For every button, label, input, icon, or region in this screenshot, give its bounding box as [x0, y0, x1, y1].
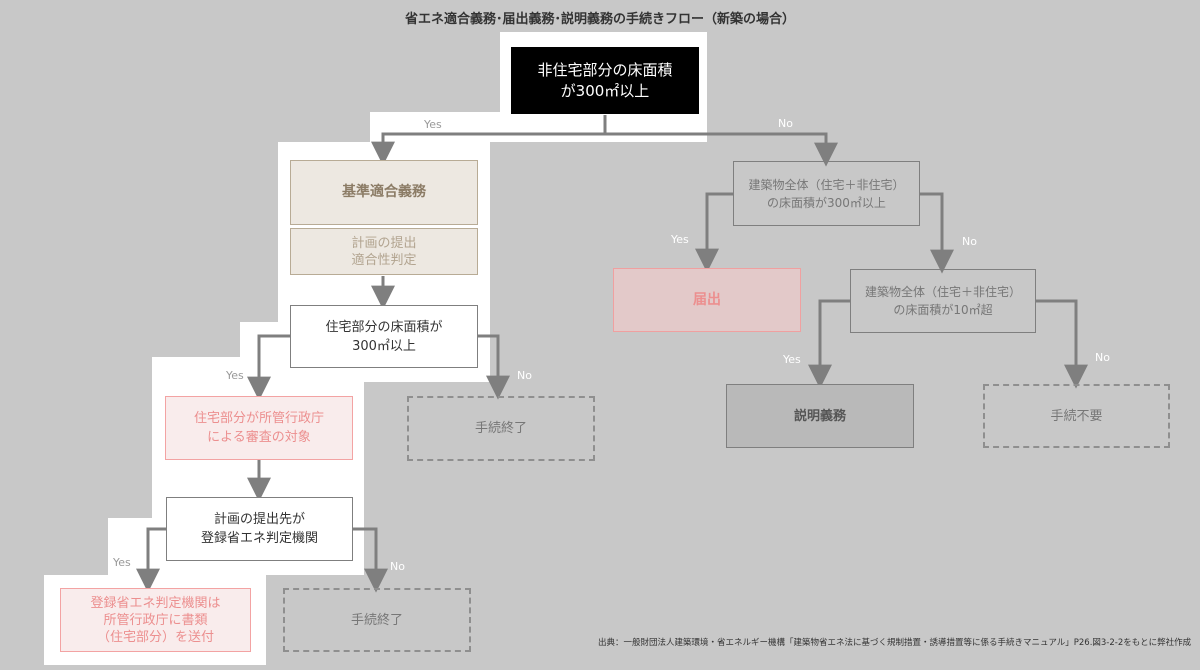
- arrow-top-yes: [371, 132, 605, 166]
- label-yes-building10: Yes: [783, 353, 801, 366]
- arrow-q2-yes: [247, 334, 290, 401]
- label-no-res300: No: [517, 369, 532, 382]
- node-no-procedure: 手続不要: [983, 384, 1170, 448]
- arrow-r2-no: [1036, 299, 1088, 389]
- label-no-top: No: [778, 117, 793, 130]
- highlight-yes-band: [370, 112, 707, 142]
- page-title: 省エネ適合義務･届出義務･説明義務の手続きフロー（新築の場合）: [404, 12, 795, 27]
- node-q-nonresidential-300: 非住宅部分の床面積 が300㎡以上: [511, 47, 699, 114]
- label-yes-agency: Yes: [113, 556, 131, 569]
- node-end-procedure-2: 手続終了: [283, 588, 471, 652]
- arrow-q2-no: [477, 334, 510, 400]
- node-explanation-obligation: 説明義務: [726, 384, 914, 448]
- label-no-building10: No: [1095, 351, 1110, 364]
- arrow-q3-yes: [136, 527, 166, 593]
- node-notification: 届出: [613, 268, 801, 332]
- arrow-r1-no: [920, 192, 954, 274]
- node-q-submit-agency: 計画の提出先が 登録省エネ判定機関: [166, 497, 353, 561]
- label-no-building300: No: [962, 235, 977, 248]
- source-note: 出典：一般財団法人建築環境・省エネルギー機構「建築物省エネ法に基づく規制措置・誘…: [598, 638, 1192, 648]
- node-q-building-10: 建築物全体（住宅＋非住宅） の床面積が10㎡超: [850, 269, 1036, 333]
- label-yes-top: Yes: [424, 118, 442, 131]
- node-plan-submission: 計画の提出 適合性判定: [290, 228, 478, 275]
- node-end-procedure-1: 手続終了: [407, 396, 595, 461]
- label-yes-res300: Yes: [226, 369, 244, 382]
- arrow-r1-yes: [695, 192, 733, 273]
- arrow-q3-no: [352, 527, 388, 593]
- node-residential-review: 住宅部分が所管行政庁 による審査の対象: [165, 396, 353, 460]
- node-send-documents: 登録省エネ判定機関は 所管行政庁に書類 （住宅部分）を送付: [60, 588, 251, 652]
- arrow-top-no: [605, 132, 838, 167]
- arrow-r2-yes: [808, 299, 850, 389]
- node-standard-compliance: 基準適合義務: [290, 160, 478, 225]
- node-q-residential-300: 住宅部分の床面積が 300㎡以上: [290, 305, 478, 368]
- label-no-agency: No: [390, 560, 405, 573]
- label-yes-building300: Yes: [671, 233, 689, 246]
- node-q-building-300: 建築物全体（住宅＋非住宅） の床面積が300㎡以上: [733, 161, 920, 226]
